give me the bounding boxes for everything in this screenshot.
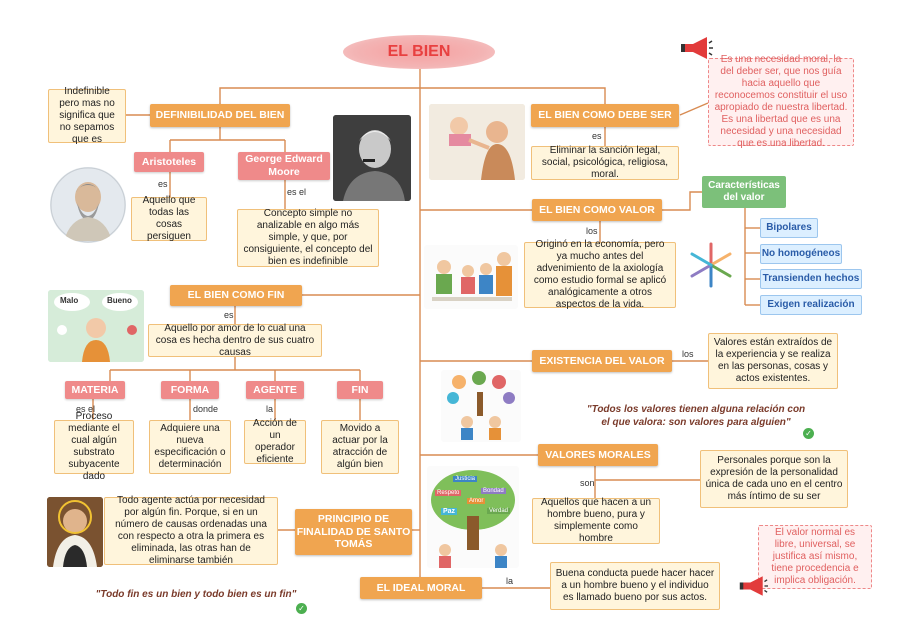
causa-materia-text: Proceso mediante el cual algún substrato…: [54, 411, 134, 482]
existencia-conn: los: [682, 349, 694, 359]
existencia-text: Valores están extraídos de la experienci…: [708, 333, 838, 389]
aristoteles-label: Aristoteles: [134, 152, 204, 172]
valor-item-no-homogeneos: No homogéneos: [760, 244, 842, 264]
moore-text: Concepto simple no analizable en algo má…: [237, 208, 379, 267]
morales-text: Aquellos que hacen a un hombre bueno, pu…: [532, 497, 660, 544]
causa-agente-conn: la: [266, 404, 274, 414]
caracteristicas-header: Características del valor: [702, 176, 786, 208]
finalidad-header: PRINCIPIO DE FINALIDAD DE SANTO TOMÁS: [295, 509, 412, 555]
ideal-header: EL IDEAL MORAL: [360, 577, 482, 599]
causa-forma-conn: donde: [193, 404, 219, 414]
fin-header: EL BIEN COMO FIN: [170, 285, 302, 306]
fin-illustration: Malo Bueno: [48, 290, 144, 362]
megaphone-icon: [738, 574, 768, 603]
valor-text: Originó en la economía, pero ya mucho an…: [524, 239, 676, 310]
morales-conn: son: [580, 478, 595, 488]
santo-tomas-portrait: [47, 497, 103, 567]
tree-label-verdad: Verdad: [487, 508, 511, 514]
valor-header: EL BIEN COMO VALOR: [532, 199, 662, 221]
valor-children-illustration: [424, 245, 518, 309]
bubble-malo: Malo: [60, 296, 79, 305]
valor-item-exigen: Exigen realización: [760, 295, 862, 315]
causa-fin-text: Movido a actuar por la atracción de algú…: [321, 420, 399, 474]
finalidad-text: Todo agente actúa por necesidad por algú…: [104, 495, 278, 566]
valor-item-transienden: Transienden hechos: [760, 269, 862, 289]
causa-materia-label: MATERIA: [65, 381, 125, 399]
check-icon: ✓: [296, 603, 307, 614]
debe-ser-illustration: [429, 104, 525, 180]
megaphone-icon: [679, 35, 713, 66]
check-icon: ✓: [803, 428, 814, 439]
values-tree-illustration: Justicia Respeto Bondad Amor Paz Verdad: [427, 466, 519, 568]
bubble-bueno: Bueno: [107, 296, 132, 305]
valor-conn: los: [586, 226, 598, 236]
aristoteles-portrait: [50, 167, 126, 243]
causa-materia-conn: es el: [76, 404, 96, 414]
main-title: EL BIEN: [343, 35, 495, 69]
valor-arrows-icon: [688, 240, 734, 290]
tree-label-respeto: Respeto: [435, 490, 462, 496]
morales-note: Personales porque son la expresión de la…: [700, 450, 848, 508]
debe-ser-header: EL BIEN COMO DEBE SER: [531, 104, 679, 127]
aristoteles-conn: es: [158, 179, 168, 189]
moore-conn: es el: [287, 187, 307, 197]
fin-text: Aquello por amor de lo cual una cosa es …: [148, 323, 322, 358]
aristoteles-text: Aquello que todas las cosas persiguen: [131, 195, 207, 242]
causa-forma-text: Adquiere una nueva especificación o dete…: [149, 420, 231, 474]
moore-photo: [333, 115, 411, 201]
tree-label-justicia: Justicia: [453, 476, 478, 482]
tree-label-paz: Paz: [441, 508, 458, 515]
ideal-note: El valor normal es libre, universal, se …: [758, 525, 872, 589]
existencia-illustration: [441, 370, 521, 442]
debe-ser-conn: es: [592, 131, 602, 141]
debe-ser-note: Es una necesidad moral, la del deber ser…: [708, 54, 854, 149]
causa-agente-text: Acción de un operador eficiente: [244, 418, 306, 465]
definibilidad-note: Indefinible pero mas no significa que no…: [48, 86, 126, 145]
causa-forma-label: FORMA: [161, 381, 219, 399]
causa-agente-label: AGENTE: [246, 381, 304, 399]
causa-fin-label: FIN: [337, 381, 383, 399]
fin-conn: es: [224, 310, 234, 320]
ideal-text: Buena conducta puede hacer hacer a un ho…: [550, 562, 720, 610]
tree-label-amor: Amor: [467, 498, 486, 504]
ideal-conn: la: [506, 576, 514, 586]
tree-label-bondad: Bondad: [481, 488, 506, 494]
finalidad-quote: "Todo fin es un bien y todo bien es un f…: [95, 589, 297, 600]
definibilidad-header: DEFINIBILIDAD DEL BIEN: [150, 104, 290, 127]
debe-ser-text: Eliminar la sanción legal, social, psico…: [531, 145, 679, 180]
moore-label: George Edward Moore: [238, 152, 330, 180]
morales-header: VALORES MORALES: [538, 444, 658, 466]
existencia-quote: "Todos los valores tienen alguna relació…: [586, 404, 806, 428]
existencia-header: EXISTENCIA DEL VALOR: [532, 350, 672, 372]
valor-item-bipolares: Bipolares: [760, 218, 818, 238]
